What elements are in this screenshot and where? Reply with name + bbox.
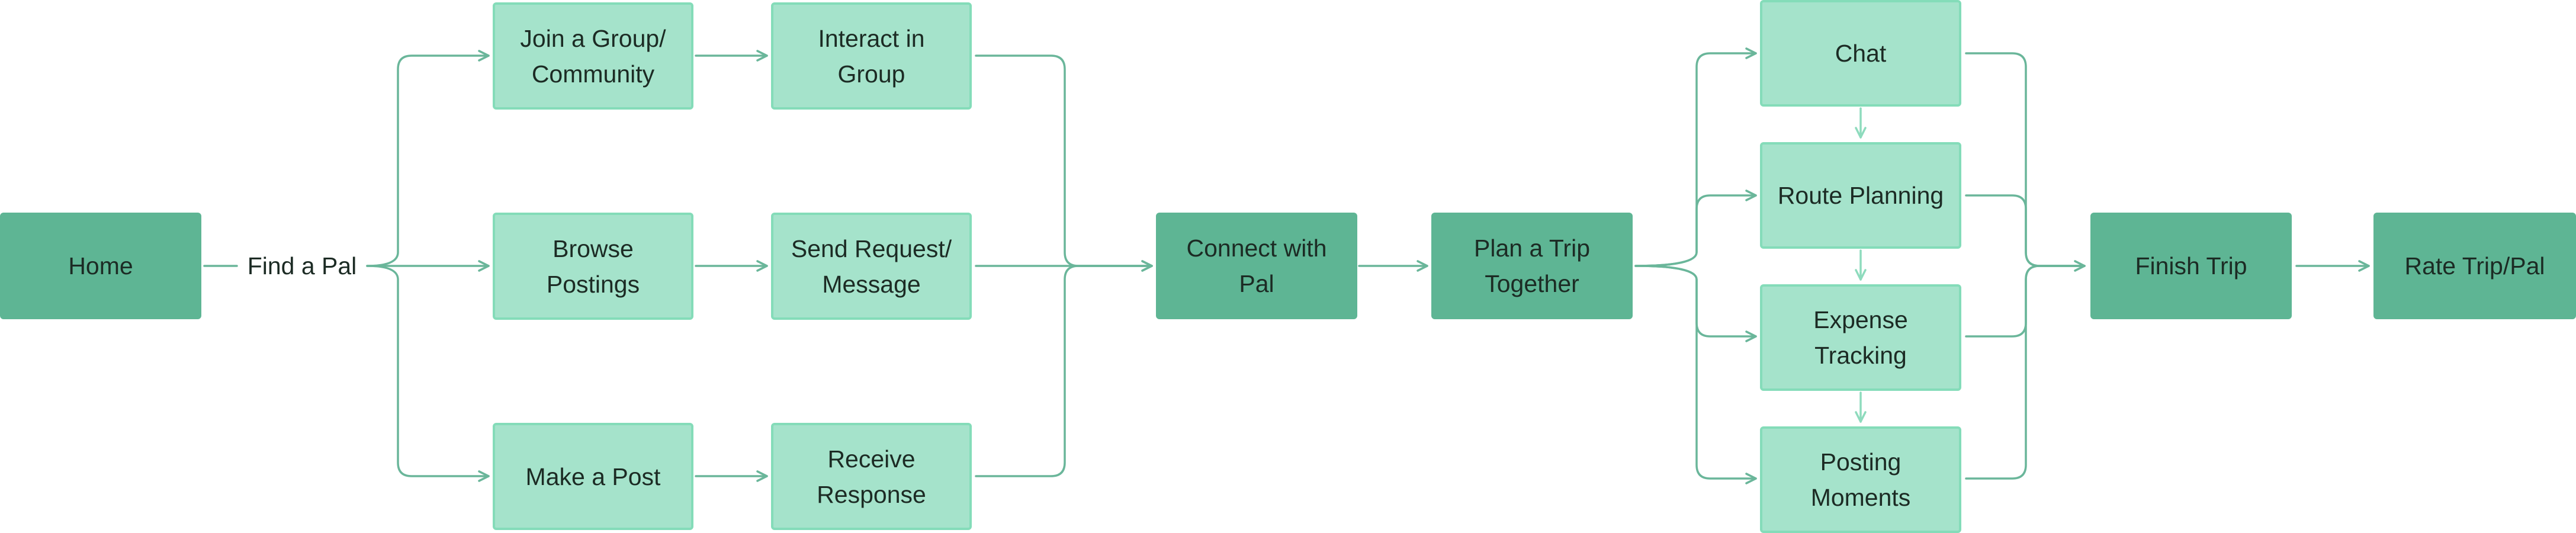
edge-find-pal-join-group: [366, 50, 490, 267]
node-expense-tracking: Expense Tracking: [1760, 284, 1961, 391]
node-plan-a-trip: Plan a Trip Together: [1431, 213, 1633, 319]
node-join-group: Join a Group/ Community: [493, 2, 693, 110]
node-receive-response: Receive Response: [771, 423, 972, 530]
node-rate-trip-pal: Rate Trip/Pal: [2373, 213, 2576, 319]
node-route-planning: Route Planning: [1760, 142, 1961, 249]
edge-interact-group-connect-pal: [975, 54, 1153, 272]
node-posting-moments: Posting Moments: [1760, 426, 1961, 533]
node-send-request: Send Request/ Message: [771, 213, 972, 320]
node-connect-with-pal: Connect with Pal: [1156, 213, 1357, 319]
node-find-a-pal: Find a Pal: [247, 252, 357, 280]
edge-route-planning-finish-trip: [1965, 194, 2086, 267]
edge-posting-moments-finish-trip: [1965, 265, 2086, 480]
node-home: Home: [0, 213, 201, 319]
node-browse-postings: Browse Postings: [493, 213, 693, 320]
node-finish-trip: Finish Trip: [2090, 213, 2292, 319]
edge-find-pal-make-post: [366, 265, 490, 482]
edge-plan-trip-route-planning: [1634, 190, 1757, 267]
edge-plan-trip-posting-moments: [1634, 265, 1757, 484]
node-make-a-post: Make a Post: [493, 423, 693, 530]
edge-receive-response-connect-pal: [975, 265, 1153, 477]
node-chat: Chat: [1760, 0, 1961, 107]
node-interact-in-group: Interact in Group: [771, 2, 972, 110]
